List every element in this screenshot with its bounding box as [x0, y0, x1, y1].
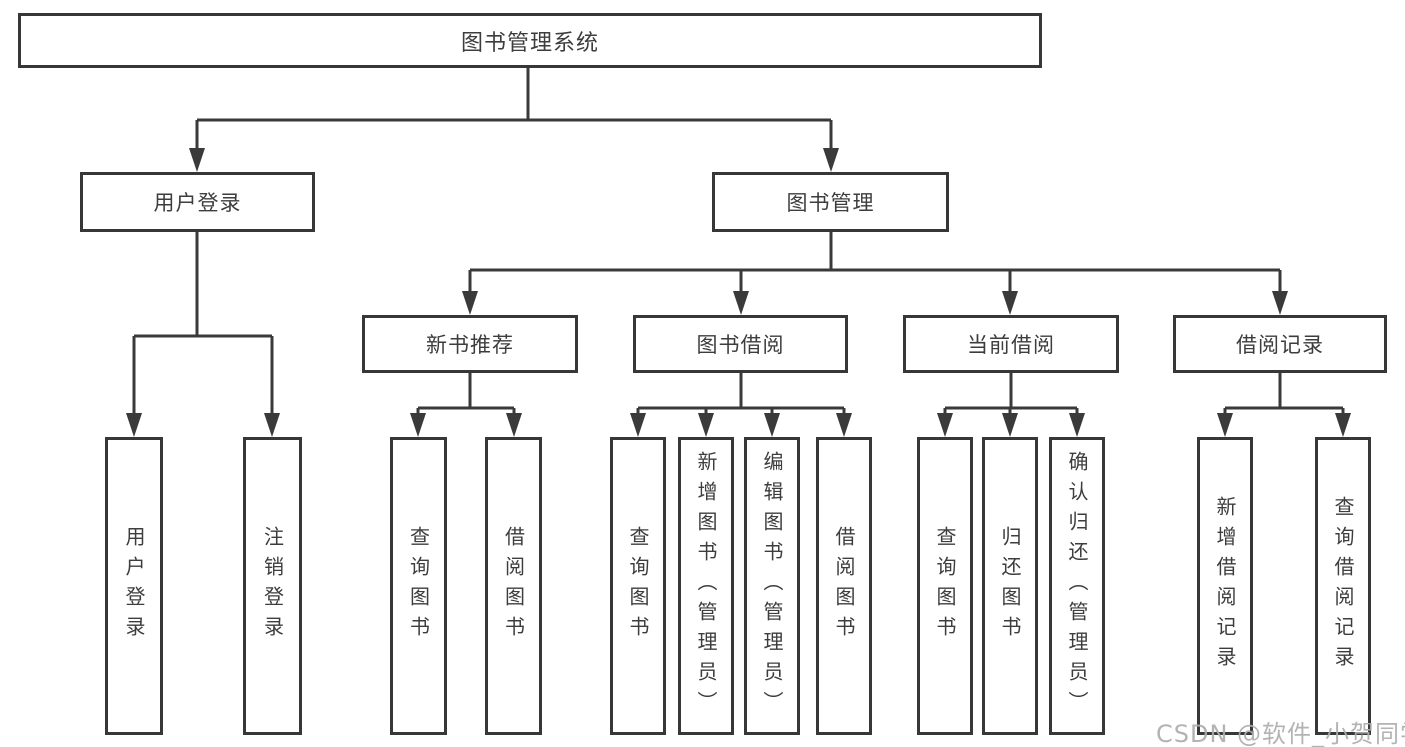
leaf-bb-borrow-book: 借阅图书: [816, 437, 872, 735]
leaf-cb-query-book: 查询图书: [917, 437, 973, 735]
connector-user-login-to-leaves: [132, 232, 274, 417]
leaf-user-login-label: 用户登录: [122, 526, 146, 646]
csdn-watermark: CSDN @软件_小贺同学: [1156, 720, 1405, 747]
leaf-bb-add-book-admin-label: 新增图书（管理员）: [694, 451, 718, 721]
node-new-book-recommend-label: 新书推荐: [426, 333, 514, 357]
leaf-cb-confirm-return-admin: 确认归还（管理员）: [1049, 437, 1105, 735]
leaf-nb-borrow-book: 借阅图书: [485, 437, 542, 735]
node-book-mgmt-label: 图书管理: [786, 191, 875, 215]
node-root: 图书管理系统: [18, 13, 1042, 68]
leaf-nb-borrow-book-label: 借阅图书: [501, 526, 526, 646]
connector-root-to-level2: [195, 68, 833, 152]
node-root-label: 图书管理系统: [460, 30, 599, 56]
leaf-cb-query-book-label: 查询图书: [933, 526, 957, 646]
node-user-login-label: 用户登录: [153, 191, 242, 215]
leaf-br-query-record-label: 查询借阅记录: [1331, 496, 1355, 676]
connector-new-book-to-leaves: [416, 373, 516, 417]
connector-book-mgmt-to-level3: [468, 232, 1282, 295]
connector-book-borrow-to-leaves: [636, 373, 846, 417]
leaf-bb-query-book: 查询图书: [610, 437, 666, 735]
node-current-borrow-label: 当前借阅: [967, 333, 1055, 357]
leaf-user-login: 用户登录: [105, 437, 163, 735]
node-borrow-records-label: 借阅记录: [1236, 333, 1324, 357]
leaf-nb-query-book: 查询图书: [390, 437, 447, 735]
leaf-logout: 注销登录: [243, 437, 302, 735]
node-user-login: 用户登录: [80, 172, 315, 232]
leaf-bb-query-book-label: 查询图书: [626, 526, 650, 646]
leaf-br-query-record: 查询借阅记录: [1315, 437, 1371, 735]
leaf-nb-query-book-label: 查询图书: [406, 526, 431, 646]
leaf-br-add-record: 新增借阅记录: [1197, 437, 1253, 735]
node-current-borrow: 当前借阅: [903, 315, 1119, 373]
node-borrow-records: 借阅记录: [1173, 315, 1387, 373]
node-book-borrow: 图书借阅: [633, 315, 848, 373]
leaf-bb-add-book-admin: 新增图书（管理员）: [678, 437, 734, 735]
leaf-bb-edit-book-admin: 编辑图书（管理员）: [744, 437, 800, 735]
node-book-mgmt: 图书管理: [712, 172, 949, 232]
leaf-cb-return-book: 归还图书: [982, 437, 1038, 735]
connector-borrow-records-to-leaves: [1223, 373, 1345, 417]
leaf-br-add-record-label: 新增借阅记录: [1213, 496, 1237, 676]
node-new-book-recommend: 新书推荐: [362, 315, 578, 373]
leaf-bb-edit-book-admin-label: 编辑图书（管理员）: [760, 451, 784, 721]
leaf-bb-borrow-book-label: 借阅图书: [832, 526, 856, 646]
node-book-borrow-label: 图书借阅: [696, 333, 785, 357]
connector-current-borrow-to-leaves: [943, 373, 1079, 417]
leaf-logout-label: 注销登录: [260, 526, 285, 646]
leaf-cb-return-book-label: 归还图书: [998, 526, 1022, 646]
leaf-cb-confirm-return-admin-label: 确认归还（管理员）: [1065, 451, 1089, 721]
arrowheads: [126, 148, 1351, 437]
